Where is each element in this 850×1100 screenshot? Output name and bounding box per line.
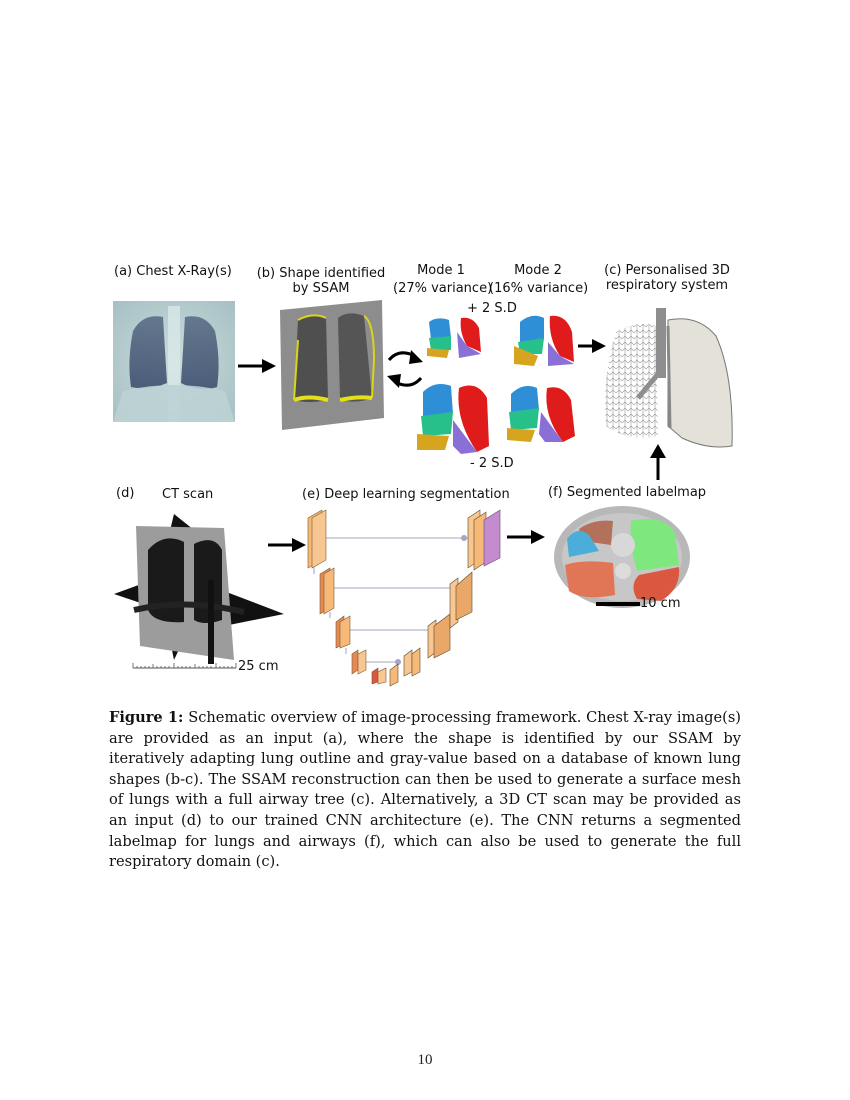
panel-e-label: (e) Deep learning segmentation bbox=[302, 487, 510, 502]
mode2-variance: (16% variance) bbox=[489, 281, 589, 296]
ct-scan-volume bbox=[114, 514, 284, 664]
panel-d-label: CT scan bbox=[162, 487, 214, 502]
figure-caption-label: Figure 1: bbox=[109, 709, 184, 726]
mode2-label: Mode 2 (16% variance) bbox=[489, 263, 589, 296]
mode1-title: Mode 1 bbox=[417, 263, 465, 278]
mode1-variance: (27% variance) bbox=[393, 281, 493, 296]
unet-architecture-diagram bbox=[307, 509, 501, 687]
panel-f-label: (f) Segmented labelmap bbox=[548, 485, 707, 500]
page-number: 10 bbox=[417, 1052, 433, 1068]
ct-scale-bar bbox=[132, 663, 237, 669]
arrow-a-to-b-icon bbox=[238, 359, 276, 373]
ct-scale-label: 25 cm bbox=[238, 659, 279, 674]
panel-c-label: (c) Personalised 3D respiratory system bbox=[592, 263, 742, 293]
panel-b-label-line2: by SSAM bbox=[292, 281, 350, 296]
minus-2sd-label: - 2 S.D bbox=[470, 456, 514, 471]
figure-caption: Figure 1: Schematic overview of image-pr… bbox=[109, 708, 741, 873]
segmented-labelmap-image bbox=[554, 506, 690, 608]
labelmap-scale-label: 10 cm bbox=[640, 596, 681, 611]
mode1-label: Mode 1 (27% variance) bbox=[393, 263, 493, 296]
panel-b-label-line1: (b) Shape identified bbox=[256, 266, 386, 281]
mode1-minus-lungs bbox=[417, 384, 489, 454]
arrow-e-to-f-icon bbox=[507, 530, 545, 544]
respiratory-3d-model bbox=[605, 308, 733, 448]
panel-c-label-line2: respiratory system bbox=[605, 278, 729, 293]
chest-xray-image bbox=[113, 301, 235, 422]
mode1-plus-lungs bbox=[427, 317, 481, 358]
figure-caption-text: Schematic overview of image-processing f… bbox=[109, 709, 741, 871]
mode2-minus-lungs bbox=[507, 386, 575, 442]
mode2-title: Mode 2 bbox=[514, 263, 562, 278]
mode2-plus-lungs bbox=[514, 315, 574, 366]
plus-2sd-label: + 2 S.D bbox=[467, 301, 517, 316]
arrow-d-to-e-icon bbox=[268, 538, 306, 552]
arrow-modes-to-c-icon bbox=[578, 339, 606, 353]
panel-a-label: (a) Chest X-Ray(s) bbox=[114, 264, 232, 279]
panel-c-label-line1: (c) Personalised 3D bbox=[604, 263, 730, 278]
labelmap-scale-bar bbox=[596, 602, 640, 606]
panel-b-label: (b) Shape identified by SSAM bbox=[256, 266, 386, 296]
arrow-f-to-c-icon bbox=[650, 444, 666, 480]
iterate-cycle-icon bbox=[387, 350, 423, 388]
panel-d-letter: (d) bbox=[116, 486, 135, 501]
ssam-shape-image bbox=[280, 300, 384, 430]
